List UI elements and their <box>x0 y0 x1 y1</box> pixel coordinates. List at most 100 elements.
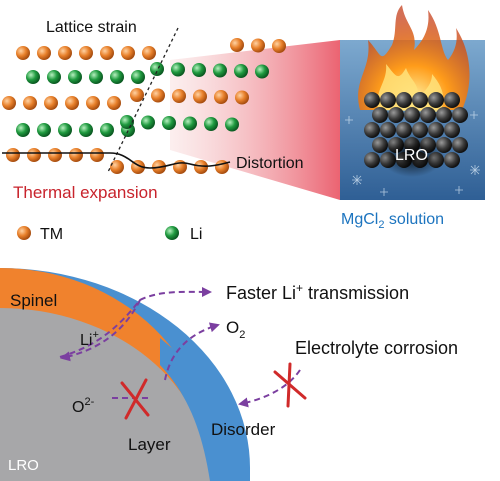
tm-atom <box>23 96 37 110</box>
li-atom <box>183 116 197 131</box>
li-atom <box>58 123 72 137</box>
tm-atom <box>100 46 114 60</box>
disorder-label: Disorder <box>211 420 276 439</box>
legend-li-dot <box>165 226 179 240</box>
tm-atom <box>110 160 124 174</box>
tm-atom <box>65 96 79 110</box>
lro-corner-label: LRO <box>8 457 39 474</box>
layer-label: Layer <box>128 435 171 454</box>
lro-atom <box>372 107 388 123</box>
lro-atom <box>364 152 380 168</box>
o2-label: O2 <box>226 318 245 341</box>
tm-atom <box>44 96 58 110</box>
li-ion-label: Li+ <box>80 329 99 349</box>
li-atom <box>150 62 164 76</box>
tm-atom <box>130 88 144 102</box>
tm-atom <box>142 46 156 60</box>
lro-atom <box>388 107 404 123</box>
distortion-wave-line <box>2 152 231 169</box>
tm-atom <box>90 148 104 162</box>
lro-atom <box>380 122 396 138</box>
lro-box-label: LRO <box>395 147 428 164</box>
li-atom <box>225 117 239 132</box>
li-atom <box>192 63 206 77</box>
li-atom <box>171 62 185 77</box>
li-atom <box>16 123 30 137</box>
tm-atom <box>272 39 286 53</box>
layer-region <box>0 308 210 481</box>
lro-atom <box>396 92 412 108</box>
tm-atom <box>235 90 249 105</box>
lro-atom <box>428 122 444 138</box>
electrolyte-corrosion-label: Electrolyte corrosion <box>295 338 458 358</box>
lro-atom <box>412 92 428 108</box>
tm-atom <box>58 46 72 60</box>
lro-atom <box>380 92 396 108</box>
tm-atom <box>230 38 244 52</box>
li-atom <box>47 70 61 84</box>
lro-atom <box>436 107 452 123</box>
li-atom <box>37 123 51 137</box>
tm-atom <box>172 89 186 103</box>
tm-atom <box>121 46 135 60</box>
li-out-arrow <box>60 299 141 362</box>
blocked-cross-icon <box>120 378 150 420</box>
lattice-atoms <box>2 38 286 174</box>
li-atom <box>162 116 176 130</box>
lro-atom <box>444 92 460 108</box>
tm-atom <box>16 46 30 60</box>
spinel-label: Spinel <box>10 291 57 310</box>
lattice-strain-dashed-line <box>107 27 179 173</box>
o2minus-label: O2- <box>72 396 95 416</box>
distortion-label: Distortion <box>236 155 304 172</box>
lro-atom <box>452 107 468 123</box>
legend-tm-dot <box>17 226 31 240</box>
li-atom <box>79 123 93 137</box>
solution-label: MgCl2 solution <box>341 211 444 231</box>
lro-core-shadow <box>380 133 444 177</box>
li-atom <box>68 70 82 84</box>
tm-atom <box>86 96 100 110</box>
tm-atom <box>37 46 51 60</box>
lro-atom <box>420 107 436 123</box>
lro-atom <box>364 92 380 108</box>
li-atom <box>255 64 269 79</box>
lro-cluster <box>364 92 468 177</box>
li-atom <box>213 63 227 78</box>
li-atom <box>234 64 248 78</box>
li-atom <box>131 70 145 84</box>
lro-atom <box>364 122 380 138</box>
tm-atom <box>214 90 228 104</box>
tm-atom <box>151 88 165 103</box>
li-atom <box>141 115 155 130</box>
lro-atom <box>444 122 460 138</box>
projection-beam <box>170 40 340 200</box>
tm-atom <box>193 89 207 104</box>
lro-atom <box>444 152 460 168</box>
legend-li-label: Li <box>190 226 202 243</box>
tm-atom <box>251 38 265 53</box>
lro-solution-box: LRO <box>340 5 485 200</box>
lro-atom <box>428 92 444 108</box>
lro-atom <box>452 137 468 153</box>
tm-atom <box>6 148 20 162</box>
li-atom <box>26 70 40 84</box>
disorder-band <box>160 338 232 481</box>
electrolyte-cross-icon <box>273 362 307 408</box>
tm-atom <box>48 148 62 162</box>
lattice-strain-label: Lattice strain <box>46 19 137 36</box>
li-atom <box>89 70 103 84</box>
top-panel: Lattice strain Distortion Thermal expans… <box>2 5 485 243</box>
tm-atom <box>173 160 187 174</box>
tm-atom <box>27 148 41 162</box>
tm-atom <box>107 96 121 110</box>
li-atom <box>204 117 218 131</box>
o2-arrow <box>164 322 220 381</box>
thermal-expansion-label: Thermal expansion <box>13 183 158 202</box>
electrolyte-arrow <box>238 369 301 408</box>
faster-li-transmission-label: Faster Li+ transmission <box>226 281 409 303</box>
bottom-panel: Spinel Li+ Faster Li+ transmission O2 El… <box>0 267 458 481</box>
tm-atom <box>69 148 83 162</box>
faster-li-arrow <box>59 286 212 358</box>
